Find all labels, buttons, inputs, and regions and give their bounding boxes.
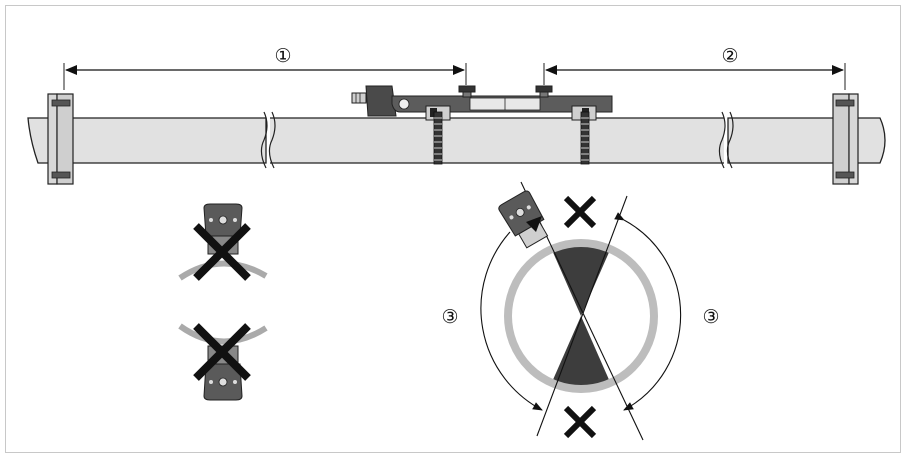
pipe-segment-left: [27, 117, 267, 164]
angle-arc-left: [480, 231, 543, 411]
angle-label-right: ③: [702, 306, 719, 328]
pipe-ring: [504, 239, 658, 393]
forbidden-zone-top: [552, 245, 610, 316]
cross-mark-icon: [193, 223, 251, 281]
wrong-mounting-bottom: [178, 323, 268, 401]
clamp-strap-icon: [580, 111, 590, 165]
sensor-head-icon: [498, 190, 549, 249]
clamp-strap-icon: [433, 111, 443, 165]
pipe-side-view: [27, 85, 886, 185]
cross-mark-icon: [193, 323, 251, 381]
cross-mark-icon: [563, 195, 597, 229]
pipe-segment-right: [727, 117, 886, 164]
flange-icon: [47, 93, 74, 185]
pipe-cross-section: ③ ③: [441, 181, 720, 441]
dimension-label-1: ①: [274, 45, 291, 67]
pipe-break-left: [260, 111, 268, 169]
figure-border: [5, 5, 901, 453]
pipe-segment-middle: [270, 118, 724, 163]
angle-arc-right: [614, 212, 682, 411]
flange-icon: [832, 93, 859, 185]
wrong-mounting-top: [178, 203, 268, 281]
cross-mark-icon: [563, 405, 597, 439]
boundary-line-right: [536, 195, 628, 437]
sensor-rail-icon: [351, 85, 613, 121]
dimension-2: ②: [543, 45, 846, 90]
forbidden-zone-bottom: [552, 316, 610, 387]
pipe-break-right: [718, 111, 726, 169]
dimension-label-2: ②: [721, 45, 738, 67]
dimension-1: ①: [63, 45, 467, 90]
angle-label-left: ③: [441, 306, 458, 328]
